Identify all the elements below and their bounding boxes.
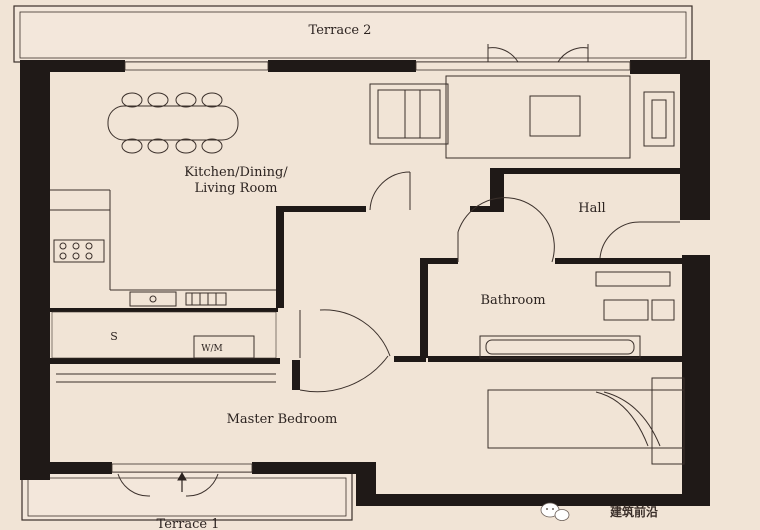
watermark-text: 建筑前沿 <box>609 504 658 519</box>
terrace-1-area <box>21 471 353 521</box>
living-area-rug <box>445 75 631 159</box>
kitchen-label-line2: Living Room <box>195 181 278 196</box>
hob-icon <box>53 239 105 263</box>
kitchen-counter <box>50 189 276 291</box>
master-bedroom-label: Master Bedroom <box>227 412 338 427</box>
sink-icon <box>129 291 227 307</box>
bathtub <box>479 335 641 359</box>
store-cupboard <box>51 311 277 359</box>
wechat-icon <box>540 502 570 521</box>
kitchen-label-line1: Kitchen/Dining/ <box>184 165 288 180</box>
hall-label: Hall <box>578 201 605 216</box>
terrace-2-label: Terrace 2 <box>309 23 372 38</box>
bathroom-label: Bathroom <box>480 293 545 308</box>
armchair <box>643 91 675 147</box>
terrace-1-label: Terrace 1 <box>157 517 220 530</box>
doors <box>117 44 680 497</box>
toilet-icon <box>595 271 675 321</box>
sofa <box>369 83 449 145</box>
wardrobe <box>56 373 276 383</box>
store-label: S <box>110 330 118 343</box>
bed <box>487 377 685 465</box>
washer-label: W/M <box>201 344 223 354</box>
terrace-2-area <box>13 5 693 63</box>
windows <box>111 61 631 473</box>
dining-table <box>107 92 239 154</box>
entry-arrow-icon <box>177 471 187 492</box>
watermark: 建筑前沿 <box>540 502 658 521</box>
exterior-walls <box>20 60 710 506</box>
interior-walls <box>50 168 684 390</box>
